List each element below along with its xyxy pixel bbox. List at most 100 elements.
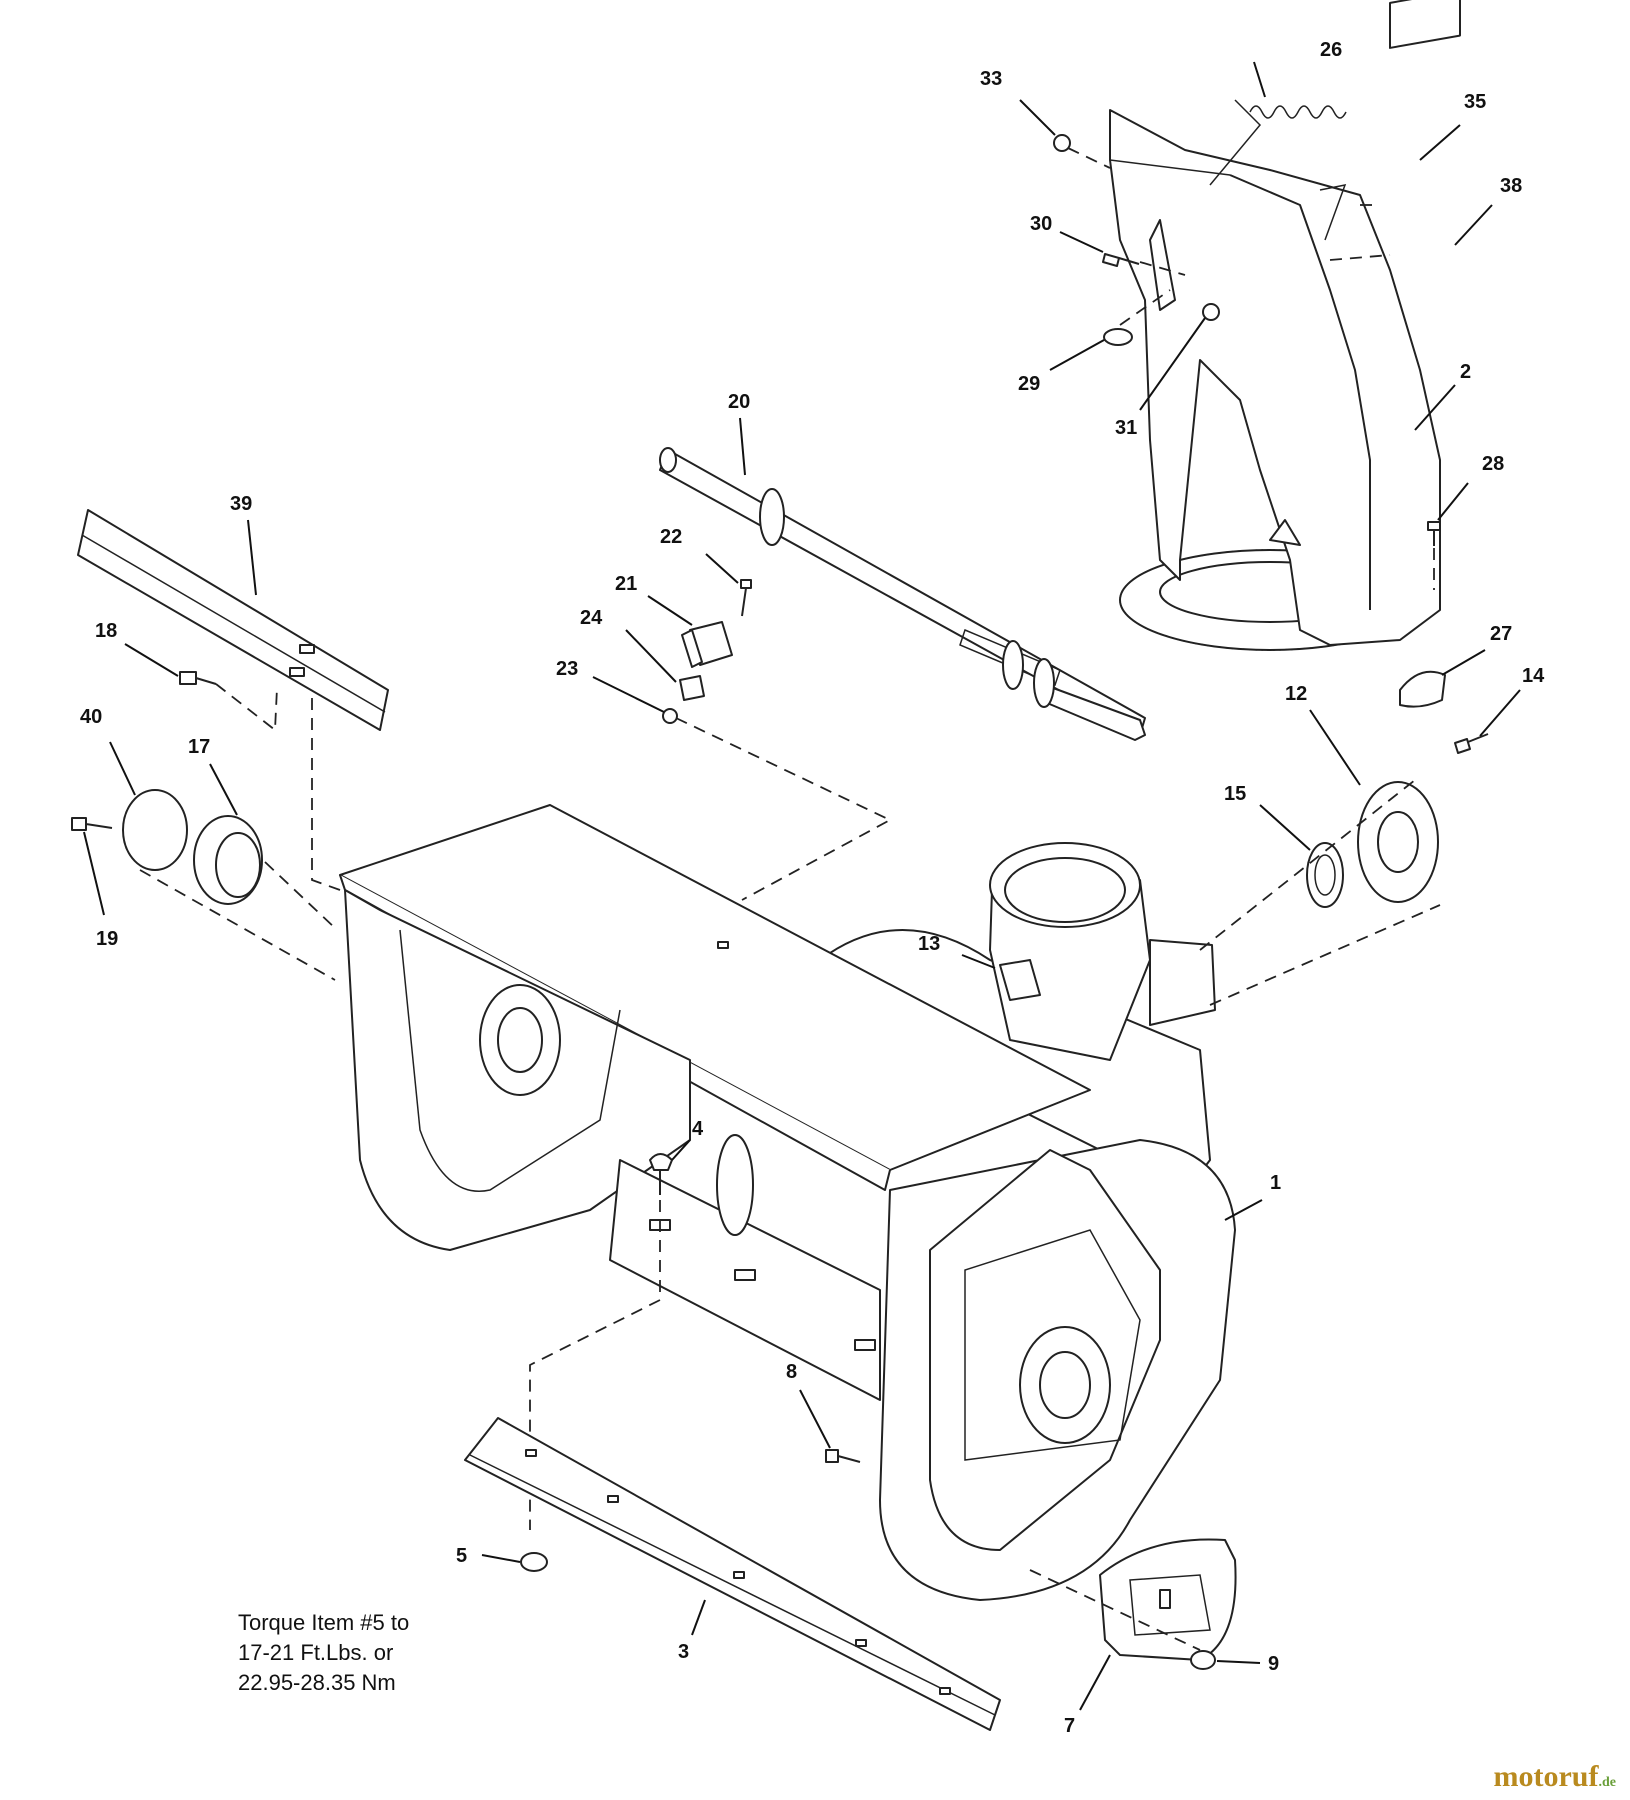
- scraper-bar-body: [77, 509, 389, 731]
- callout-20: 20: [728, 391, 750, 413]
- leader-18: [124, 643, 179, 677]
- callout-33: 33: [980, 68, 1002, 90]
- chute-deflector-bracket: [1149, 219, 1176, 311]
- nut-31: [1202, 303, 1220, 321]
- callout-30: 30: [1030, 213, 1052, 235]
- watermark-logo: motoruf.de: [1494, 1760, 1616, 1794]
- skid-shoe-slot: [1159, 1589, 1171, 1609]
- leader-5: [481, 1554, 521, 1563]
- scraper-slot-1: [299, 644, 315, 654]
- nut-9: [1190, 1650, 1216, 1670]
- chute-keeper-27: [1399, 670, 1446, 708]
- leader-21: [647, 595, 693, 626]
- housing-top: [339, 804, 1091, 1171]
- bolt-19: [71, 817, 113, 831]
- scraper-slot-2: [289, 667, 305, 677]
- auger-drum-end: [716, 1134, 754, 1236]
- leader-28: [1437, 482, 1469, 521]
- bolt-18: [179, 671, 217, 685]
- hidden-line-39: [311, 698, 341, 891]
- leader-12: [1309, 709, 1361, 786]
- scraper-bar-edge: [81, 534, 386, 713]
- callout-29: 29: [1018, 373, 1040, 395]
- callout-17: 17: [188, 736, 210, 758]
- leader-13: [961, 954, 996, 969]
- chute-top-seam: [1109, 159, 1231, 176]
- impeller-shaft: [659, 447, 1146, 741]
- hidden-line-17: [264, 861, 336, 929]
- leader-17: [209, 763, 238, 816]
- hidden-line-38: [1329, 254, 1391, 261]
- callout-31: 31: [1115, 417, 1137, 439]
- callout-27: 27: [1490, 623, 1512, 645]
- bolt-8: [825, 1449, 861, 1463]
- torque-note: Torque Item #5 to 17-21 Ft.Lbs. or 22.95…: [238, 1608, 409, 1698]
- hidden-line-33: [1067, 147, 1111, 169]
- callout-24: 24: [580, 607, 603, 629]
- leader-19: [83, 831, 105, 916]
- callout-38: 38: [1500, 175, 1522, 197]
- leader-7: [1079, 1654, 1111, 1711]
- hidden-line-14: [1199, 779, 1416, 951]
- bolt-28: [1427, 521, 1441, 546]
- shave-plate-hole-5: [939, 1687, 951, 1695]
- callout-8: 8: [786, 1361, 797, 1383]
- bearing-17-inner: [215, 832, 261, 898]
- callout-15: 15: [1224, 783, 1246, 805]
- carriage-bolt-4: [649, 1153, 673, 1195]
- skid-shoe-inner: [1129, 1574, 1211, 1636]
- leader-38: [1454, 204, 1493, 246]
- leader-14: [1479, 689, 1521, 737]
- nut-5: [520, 1552, 548, 1572]
- decal-38: [1389, 0, 1461, 49]
- scraper-bar: [77, 509, 389, 731]
- callout-5: 5: [456, 1545, 467, 1567]
- housing-top-slot: [717, 941, 729, 949]
- leader-9: [1216, 1660, 1261, 1664]
- leader-30: [1059, 231, 1104, 253]
- shaft-key: [959, 628, 1061, 687]
- callout-22: 22: [660, 526, 682, 548]
- shaft-end: [659, 447, 677, 473]
- callout-14: 14: [1522, 665, 1545, 687]
- leader-2: [1414, 384, 1456, 431]
- chute-front-edge: [1229, 174, 1371, 610]
- leader-8: [799, 1389, 831, 1449]
- leader-1: [1224, 1199, 1263, 1221]
- hidden-line-19: [139, 869, 336, 981]
- callout-26: 26: [1320, 39, 1342, 61]
- torque-note-line-1: Torque Item #5 to: [238, 1610, 410, 1635]
- hidden-line-29: [1119, 289, 1171, 326]
- bolt-22: [740, 579, 752, 617]
- watermark-tld: .de: [1598, 1775, 1617, 1790]
- callout-19: 19: [96, 928, 118, 950]
- bolt-14: [1454, 733, 1489, 754]
- callout-28: 28: [1482, 453, 1504, 475]
- hidden-line-30: [1139, 261, 1186, 276]
- leader-23: [592, 676, 665, 713]
- watermark-brand: motoruf: [1493, 1760, 1599, 1793]
- hidden-line-9: [1029, 1569, 1201, 1651]
- auger-housing: [339, 804, 1236, 1601]
- bracket-21-side: [681, 629, 703, 668]
- shaft-spacer-2: [1033, 658, 1055, 708]
- leader-22: [705, 553, 739, 584]
- housing-left-side-contour: [399, 929, 621, 1192]
- bearing-plate-40: [122, 789, 188, 871]
- shaft-spacer-1: [1002, 640, 1024, 690]
- housing-slot-3: [854, 1339, 876, 1351]
- leader-40: [109, 741, 136, 796]
- leader-24: [625, 629, 677, 683]
- shave-plate-hole-1: [525, 1449, 537, 1457]
- housing-discharge-inner: [1004, 857, 1126, 923]
- bearing-15-inner: [1314, 854, 1336, 896]
- chute-spring-arm: [1209, 99, 1262, 186]
- bearing-15: [1306, 842, 1344, 908]
- shaft-body: [659, 449, 1146, 736]
- nut-23: [662, 708, 678, 724]
- housing-slot-2: [734, 1269, 756, 1281]
- callout-23: 23: [556, 658, 578, 680]
- washer-33: [1053, 134, 1071, 152]
- callout-7: 7: [1064, 1715, 1075, 1737]
- leader-26: [1253, 61, 1266, 98]
